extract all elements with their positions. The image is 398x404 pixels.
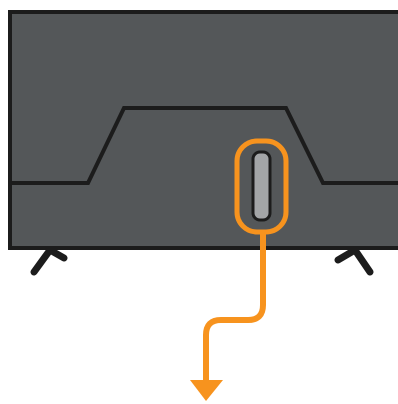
tv-stand-left-leg <box>30 246 68 276</box>
tv-back-panel <box>8 10 398 250</box>
arrow-down-icon <box>190 380 223 401</box>
tv-back-cover-ridge <box>10 106 398 185</box>
tv-stand-right-leg <box>334 246 374 276</box>
port-slot <box>251 150 272 222</box>
cable-arrow-line <box>203 232 266 383</box>
